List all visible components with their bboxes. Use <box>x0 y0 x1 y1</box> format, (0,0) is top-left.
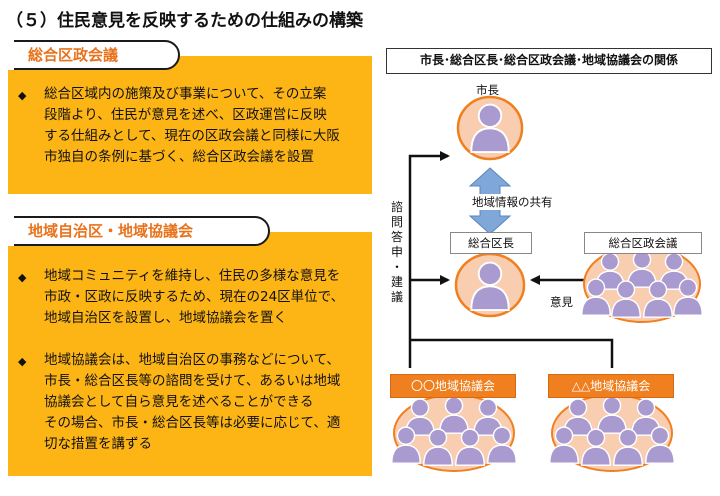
section2-bullet-1: ◆ 地域コミュニティを維持し、住民の多様な意見を 市政・区政に反映するため、現在… <box>18 268 345 326</box>
opinion-label: 意見 <box>550 295 573 309</box>
assoc2-group-figure <box>549 394 675 472</box>
ward-head-label: 総合区長 <box>450 232 532 254</box>
assoc1-label: 〇〇地域協議会 <box>390 374 516 398</box>
consult-vertical-label: 諮 問 答 申 ・ 建 議 <box>390 200 403 304</box>
assoc2-label: △△地域協議会 <box>548 374 674 398</box>
council-label: 総合区政会議 <box>584 232 702 254</box>
section2-box <box>8 232 372 476</box>
diagram-title: 市長･総合区長･総合区政会議･地域協議会の関係 <box>386 48 712 74</box>
page-title: （５）住民意見を反映するための仕組みの構築 <box>6 11 363 31</box>
mayor-label: 市長 <box>476 83 499 97</box>
mayor-figure <box>456 95 524 161</box>
section1-heading: 総合区政会議 <box>8 40 180 70</box>
info-share-label: 地域情報の共有 <box>470 194 555 210</box>
council-group-figure <box>581 245 703 323</box>
feedback-lines <box>408 151 614 368</box>
section2-heading: 地域自治区・地域協議会 <box>8 216 270 246</box>
section1-box <box>8 56 372 194</box>
diamond-bullet-icon: ◆ <box>18 355 27 368</box>
diamond-bullet-icon: ◆ <box>18 89 27 102</box>
section1-bullet-1: ◆ 総合区域内の施策及び事業について、その立案 段階より、住民が意見を述べ、区政… <box>18 86 340 165</box>
assoc1-group-figure <box>391 394 517 472</box>
ward-head-figure <box>454 252 526 318</box>
diamond-bullet-icon: ◆ <box>18 271 27 284</box>
section2-bullet-2: ◆ 地域協議会は、地域自治区の事務などについて、 市長・総合区長等の諮問を受けて… <box>18 352 341 452</box>
